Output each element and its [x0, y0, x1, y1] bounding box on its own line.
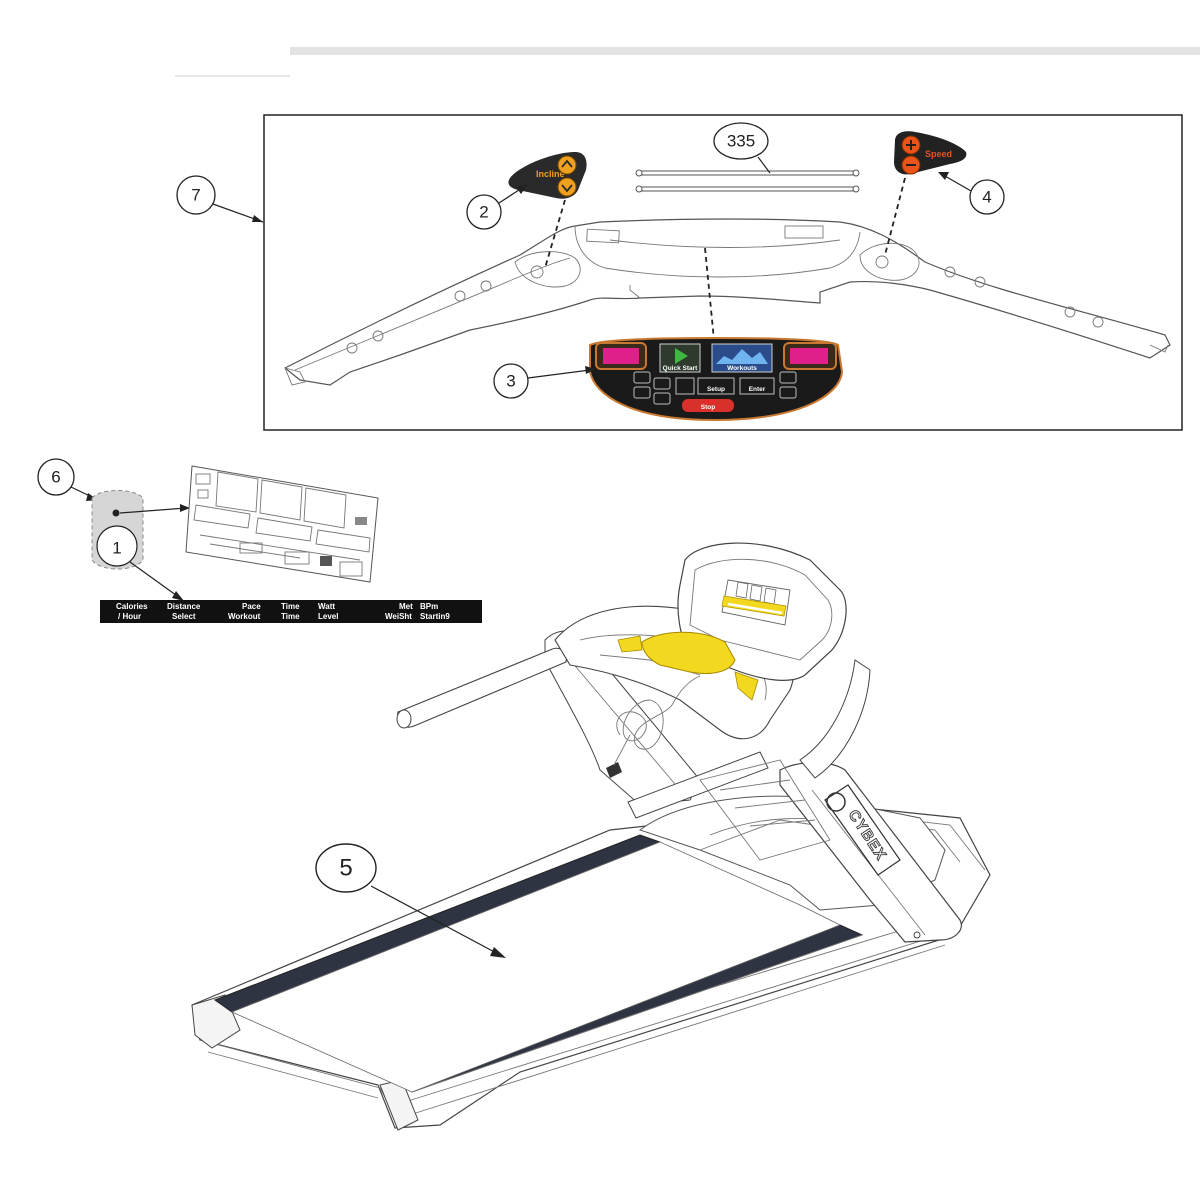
svg-text:Workout: Workout	[228, 612, 261, 621]
callout-1: 1	[112, 539, 121, 558]
callout-4: 4	[969, 179, 1005, 215]
callout-3-leader	[527, 369, 591, 379]
svg-text:335: 335	[727, 132, 755, 151]
svg-text:Startin9: Startin9	[420, 612, 450, 621]
callout-4-leader	[944, 175, 972, 192]
callout-2-arrowhead	[516, 184, 528, 194]
connector	[606, 762, 622, 778]
svg-text:6: 6	[51, 468, 60, 487]
svg-text:4: 4	[982, 188, 991, 207]
incline-pad-highlight	[617, 635, 643, 653]
right-display	[790, 348, 828, 364]
svg-text:WeiSht: WeiSht	[385, 612, 412, 621]
workouts-graph-icon	[716, 349, 768, 364]
quick-start-icon	[675, 348, 688, 364]
callout-6: 6	[37, 458, 75, 496]
svg-text:Stop: Stop	[701, 404, 715, 411]
incline-label: Incline	[536, 169, 565, 179]
handlebar-frame	[283, 218, 1171, 386]
side-handrail	[627, 751, 769, 819]
bar-335-lower	[635, 185, 860, 193]
callout-3: 3	[493, 363, 529, 399]
svg-text:Pace: Pace	[242, 602, 261, 611]
callout-335: 335	[713, 122, 769, 160]
label-strip: Calories / Hour Distance Select Pace Wor…	[100, 600, 482, 623]
svg-text:2: 2	[479, 203, 488, 222]
left-display	[603, 348, 639, 364]
incline-up-button	[557, 155, 577, 175]
label-sheet-part	[91, 490, 144, 570]
callout-2: 2	[466, 194, 502, 230]
svg-text:Calories: Calories	[116, 602, 148, 611]
console-overlay: Quick Start Workouts Setup Enter Stop	[589, 336, 844, 422]
svg-text:3: 3	[506, 372, 515, 391]
speed-dashed-leader	[884, 177, 906, 256]
svg-text:Time: Time	[281, 602, 300, 611]
callout-7: 7	[176, 175, 216, 215]
stop-key	[682, 399, 734, 412]
svg-text:Select: Select	[172, 612, 196, 621]
left-handrail	[397, 647, 567, 728]
console-dashed-leader	[704, 247, 715, 341]
console-assembly-box	[263, 114, 1183, 431]
incline-dashed-leader	[544, 199, 566, 269]
svg-text:Enter: Enter	[749, 386, 766, 393]
svg-text:5: 5	[339, 855, 352, 882]
running-belt	[230, 841, 841, 1093]
callout-5-arrowhead	[490, 947, 506, 958]
callout-3-arrowhead	[585, 366, 596, 374]
right-arrow-keys	[779, 371, 797, 399]
callout-5: 5	[315, 843, 377, 893]
callout-1-arrowhead	[172, 591, 184, 601]
svg-text:Setup: Setup	[707, 386, 725, 393]
cable	[616, 675, 701, 750]
callout-5-leader	[370, 885, 501, 956]
callout-7-arrowhead	[252, 215, 263, 222]
keypad-highlight	[641, 631, 736, 674]
display-board-highlight	[721, 579, 791, 626]
treadmill: CYBEX	[191, 542, 991, 1131]
setup-key	[697, 377, 735, 395]
bar-335-upper	[635, 169, 860, 177]
svg-text:Met: Met	[399, 602, 413, 611]
speed-label: Speed	[925, 149, 952, 159]
circuit-board	[185, 465, 379, 583]
svg-text:/ Hour: / Hour	[118, 612, 141, 621]
callout-1-leader	[129, 561, 181, 599]
callout-2-leader	[498, 187, 523, 204]
svg-text:Level: Level	[318, 612, 338, 621]
incline-down-button	[557, 177, 577, 197]
left-upright	[544, 630, 701, 806]
svg-text:BPm: BPm	[420, 602, 438, 611]
callout-335-leader	[757, 156, 771, 174]
left-arrow-keys	[633, 371, 671, 405]
right-handrail	[799, 659, 871, 779]
speed-pad-highlight	[734, 671, 759, 701]
svg-text:Time: Time	[281, 612, 300, 621]
speed-keypad: Speed	[894, 131, 967, 175]
svg-text:Workouts: Workouts	[727, 365, 757, 372]
svg-text:Quick Start: Quick Start	[663, 365, 699, 372]
svg-text:Watt: Watt	[318, 602, 335, 611]
enter-key	[739, 377, 775, 395]
numeric-keys	[675, 377, 695, 395]
callout-4-arrowhead	[938, 172, 949, 180]
svg-text:7: 7	[191, 186, 200, 205]
board-arrowhead	[180, 504, 190, 512]
incline-keypad: Incline	[508, 152, 587, 199]
board-connector-leader	[119, 507, 187, 514]
svg-text:Distance: Distance	[167, 602, 201, 611]
header-band	[290, 47, 1200, 55]
